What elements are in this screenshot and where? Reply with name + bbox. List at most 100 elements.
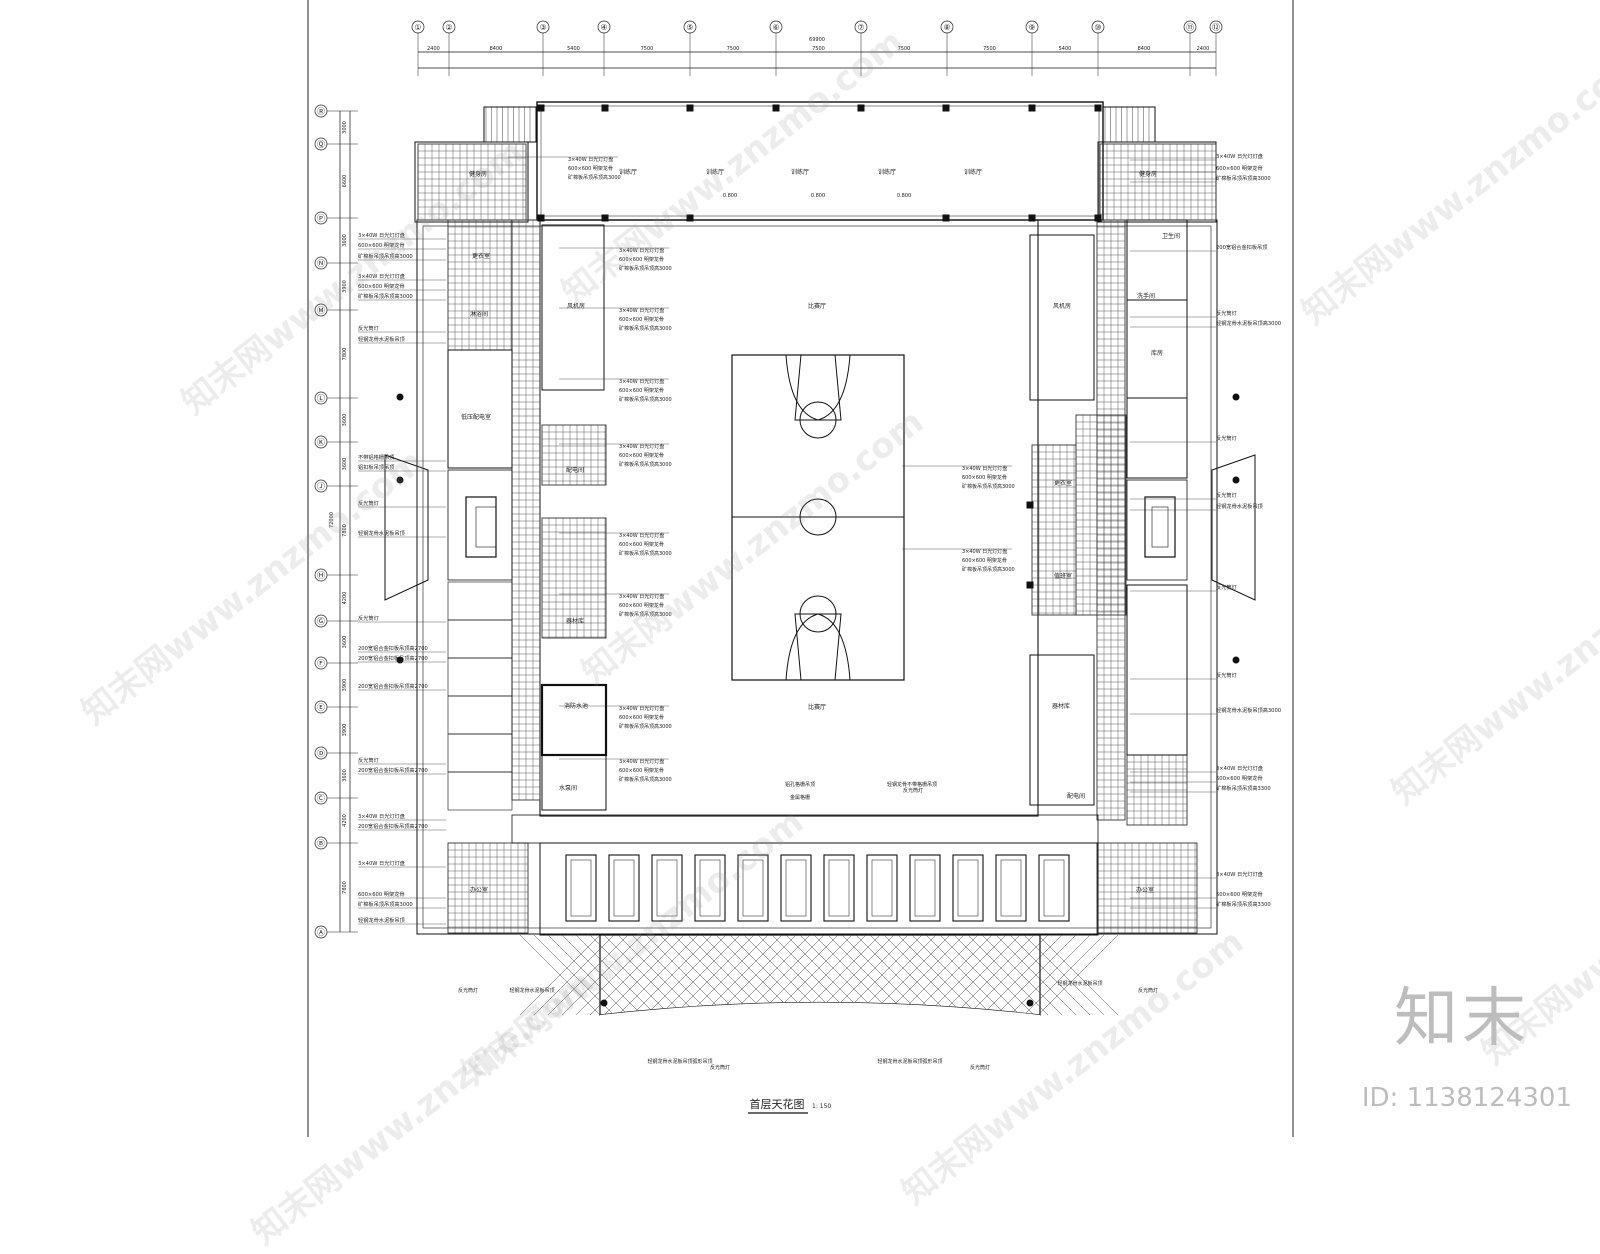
note-left: 矿棉板吊顶吊顶高3000 <box>358 292 413 300</box>
side-canopy-right <box>1211 454 1256 601</box>
room-label: 水泵间 <box>559 784 577 792</box>
axis-label-left: Ⓙ <box>317 482 325 491</box>
note-left: 3×40W 日光灯灯盘 <box>358 272 405 280</box>
skylight-panel <box>995 854 1027 922</box>
column <box>601 214 609 222</box>
skylight-panel <box>1038 854 1070 922</box>
span-dim-left: 7800 <box>342 881 348 894</box>
note-center: 矿棉板吊顶吊顶高3000 <box>619 461 672 468</box>
court-key-top <box>794 354 842 421</box>
note-left: 200宽铝合金扣板吊顶高2700 <box>358 822 428 830</box>
span-dim-left: 3600 <box>342 636 348 649</box>
note-left: 200宽铝合金扣板吊顶高2700 <box>358 654 428 662</box>
note-left: 轻钢龙骨水泥板吊顶 <box>358 335 405 343</box>
hatch-line <box>561 934 643 1016</box>
note-center: 600×600 明架龙骨 <box>568 165 613 172</box>
room-label: 训练厅 <box>619 168 637 176</box>
ceiling-grid-office-left-frame <box>447 842 529 934</box>
note-center: 3×40W 日光灯灯盘 <box>619 378 664 385</box>
hatch-line <box>897 934 979 1016</box>
note-center: 3×40W 日光灯灯盘 <box>962 465 1007 472</box>
wing-top-left <box>414 141 529 223</box>
note-center: 600×600 明架龙骨 <box>619 541 664 548</box>
column <box>857 104 865 112</box>
hatch-line <box>953 934 1035 1016</box>
column <box>1026 581 1034 589</box>
note-bottom: 轻钢龙骨水泥板吊顶弧形吊顶 <box>647 1058 712 1065</box>
room-fan-right <box>1029 234 1095 401</box>
skylight-panel <box>651 854 683 922</box>
column <box>1094 104 1102 112</box>
skylight-panel-inner <box>699 859 721 917</box>
note-bottom: 反光筒灯 <box>458 987 478 994</box>
span-dim-left: 3600 <box>342 458 348 471</box>
axis-label-left: Ⓑ <box>317 839 325 848</box>
bottom-corridor <box>511 814 1099 844</box>
ceiling-grid-office-right-frame <box>1096 842 1198 934</box>
axis-label-left: Ⓜ <box>317 306 325 315</box>
note-bottom: 反光筒灯 <box>970 1064 990 1071</box>
room-label: 风机房 <box>1053 302 1071 310</box>
note-center: 矿棉板吊顶吊顶高3000 <box>619 396 672 403</box>
hatch-line <box>673 934 755 1016</box>
axis-label-top: ⑩ <box>1094 23 1101 32</box>
drawing-title: 首层天花图 <box>750 1097 805 1111</box>
hatch-line <box>729 934 811 1016</box>
hatch-line <box>827 934 909 1016</box>
note-left: 矿棉板吊顶吊顶高3000 <box>358 900 413 908</box>
span-dim-left: 3600 <box>342 234 348 247</box>
room-label: 训练厅 <box>791 168 809 176</box>
ceiling-grid-left-rooms-frame <box>447 219 513 351</box>
axis-label-top: ⑪ <box>1186 23 1194 32</box>
note-center: 600×600 明架龙骨 <box>962 474 1007 481</box>
note-right: 600×600 明架龙骨 <box>1216 164 1263 172</box>
washroom-cell <box>447 695 513 735</box>
column <box>686 104 694 112</box>
room-equipment <box>1029 654 1095 806</box>
note-center: 600×600 明架龙骨 <box>619 387 664 394</box>
note-right: 矿棉板吊顶吊顶高3000 <box>1216 174 1271 182</box>
round-column <box>396 393 404 401</box>
column <box>1028 104 1036 112</box>
note-center: 3×40W 日光灯灯盘 <box>619 758 664 765</box>
span-dim-left: 4200 <box>342 592 348 605</box>
ceiling-grid-right-rooms-frame <box>1031 444 1077 616</box>
axis-label-top: ⑤ <box>686 23 693 32</box>
hatch-line <box>799 934 881 1016</box>
column <box>537 104 545 112</box>
canopy-hatch <box>519 934 1119 1016</box>
axis-label-top: ⑨ <box>1028 23 1035 32</box>
ceiling-grid-left-office-2 <box>541 517 607 639</box>
span-dim-left: 3600 <box>342 414 348 427</box>
hatch-line <box>785 934 867 1016</box>
room-duty-right <box>1126 397 1188 479</box>
court-center-circle <box>799 498 837 536</box>
note-right: 3×40W 日光灯灯盘 <box>1216 870 1263 878</box>
round-column <box>396 476 404 484</box>
note-right: 轻钢龙骨水泥板吊顶高3000 <box>1216 706 1281 714</box>
note-left: 600×600 明架龙骨 <box>358 282 405 290</box>
note-right: 轻钢龙骨水泥板吊顶 <box>1216 502 1263 510</box>
room-label: 淋浴间 <box>470 310 488 318</box>
note-center: 矿棉板吊顶吊顶高3000 <box>568 174 621 181</box>
note-left: 轻钢龙骨水泥板吊顶 <box>358 529 405 537</box>
column <box>537 214 545 222</box>
note-right: 反光筒灯 <box>1216 309 1237 317</box>
hatch-line <box>1023 934 1105 1016</box>
note-center: 600×600 明架龙骨 <box>619 767 664 774</box>
round-column <box>1232 656 1240 664</box>
hatch-line <box>519 934 601 1016</box>
skylight-panel-inner <box>1043 859 1065 917</box>
room-left-lobby <box>447 469 513 581</box>
side-canopy-left <box>384 454 429 601</box>
washroom-cell <box>447 657 513 697</box>
note-left: 600×600 明架龙骨 <box>358 890 405 898</box>
span-dim-top: 8400 <box>490 46 503 52</box>
right-lobby-skylight <box>1144 496 1176 558</box>
axis-label-top: ① <box>414 23 421 32</box>
room-label: 库房 <box>1151 349 1163 357</box>
round-column <box>396 656 404 664</box>
training-hall <box>536 101 1104 221</box>
